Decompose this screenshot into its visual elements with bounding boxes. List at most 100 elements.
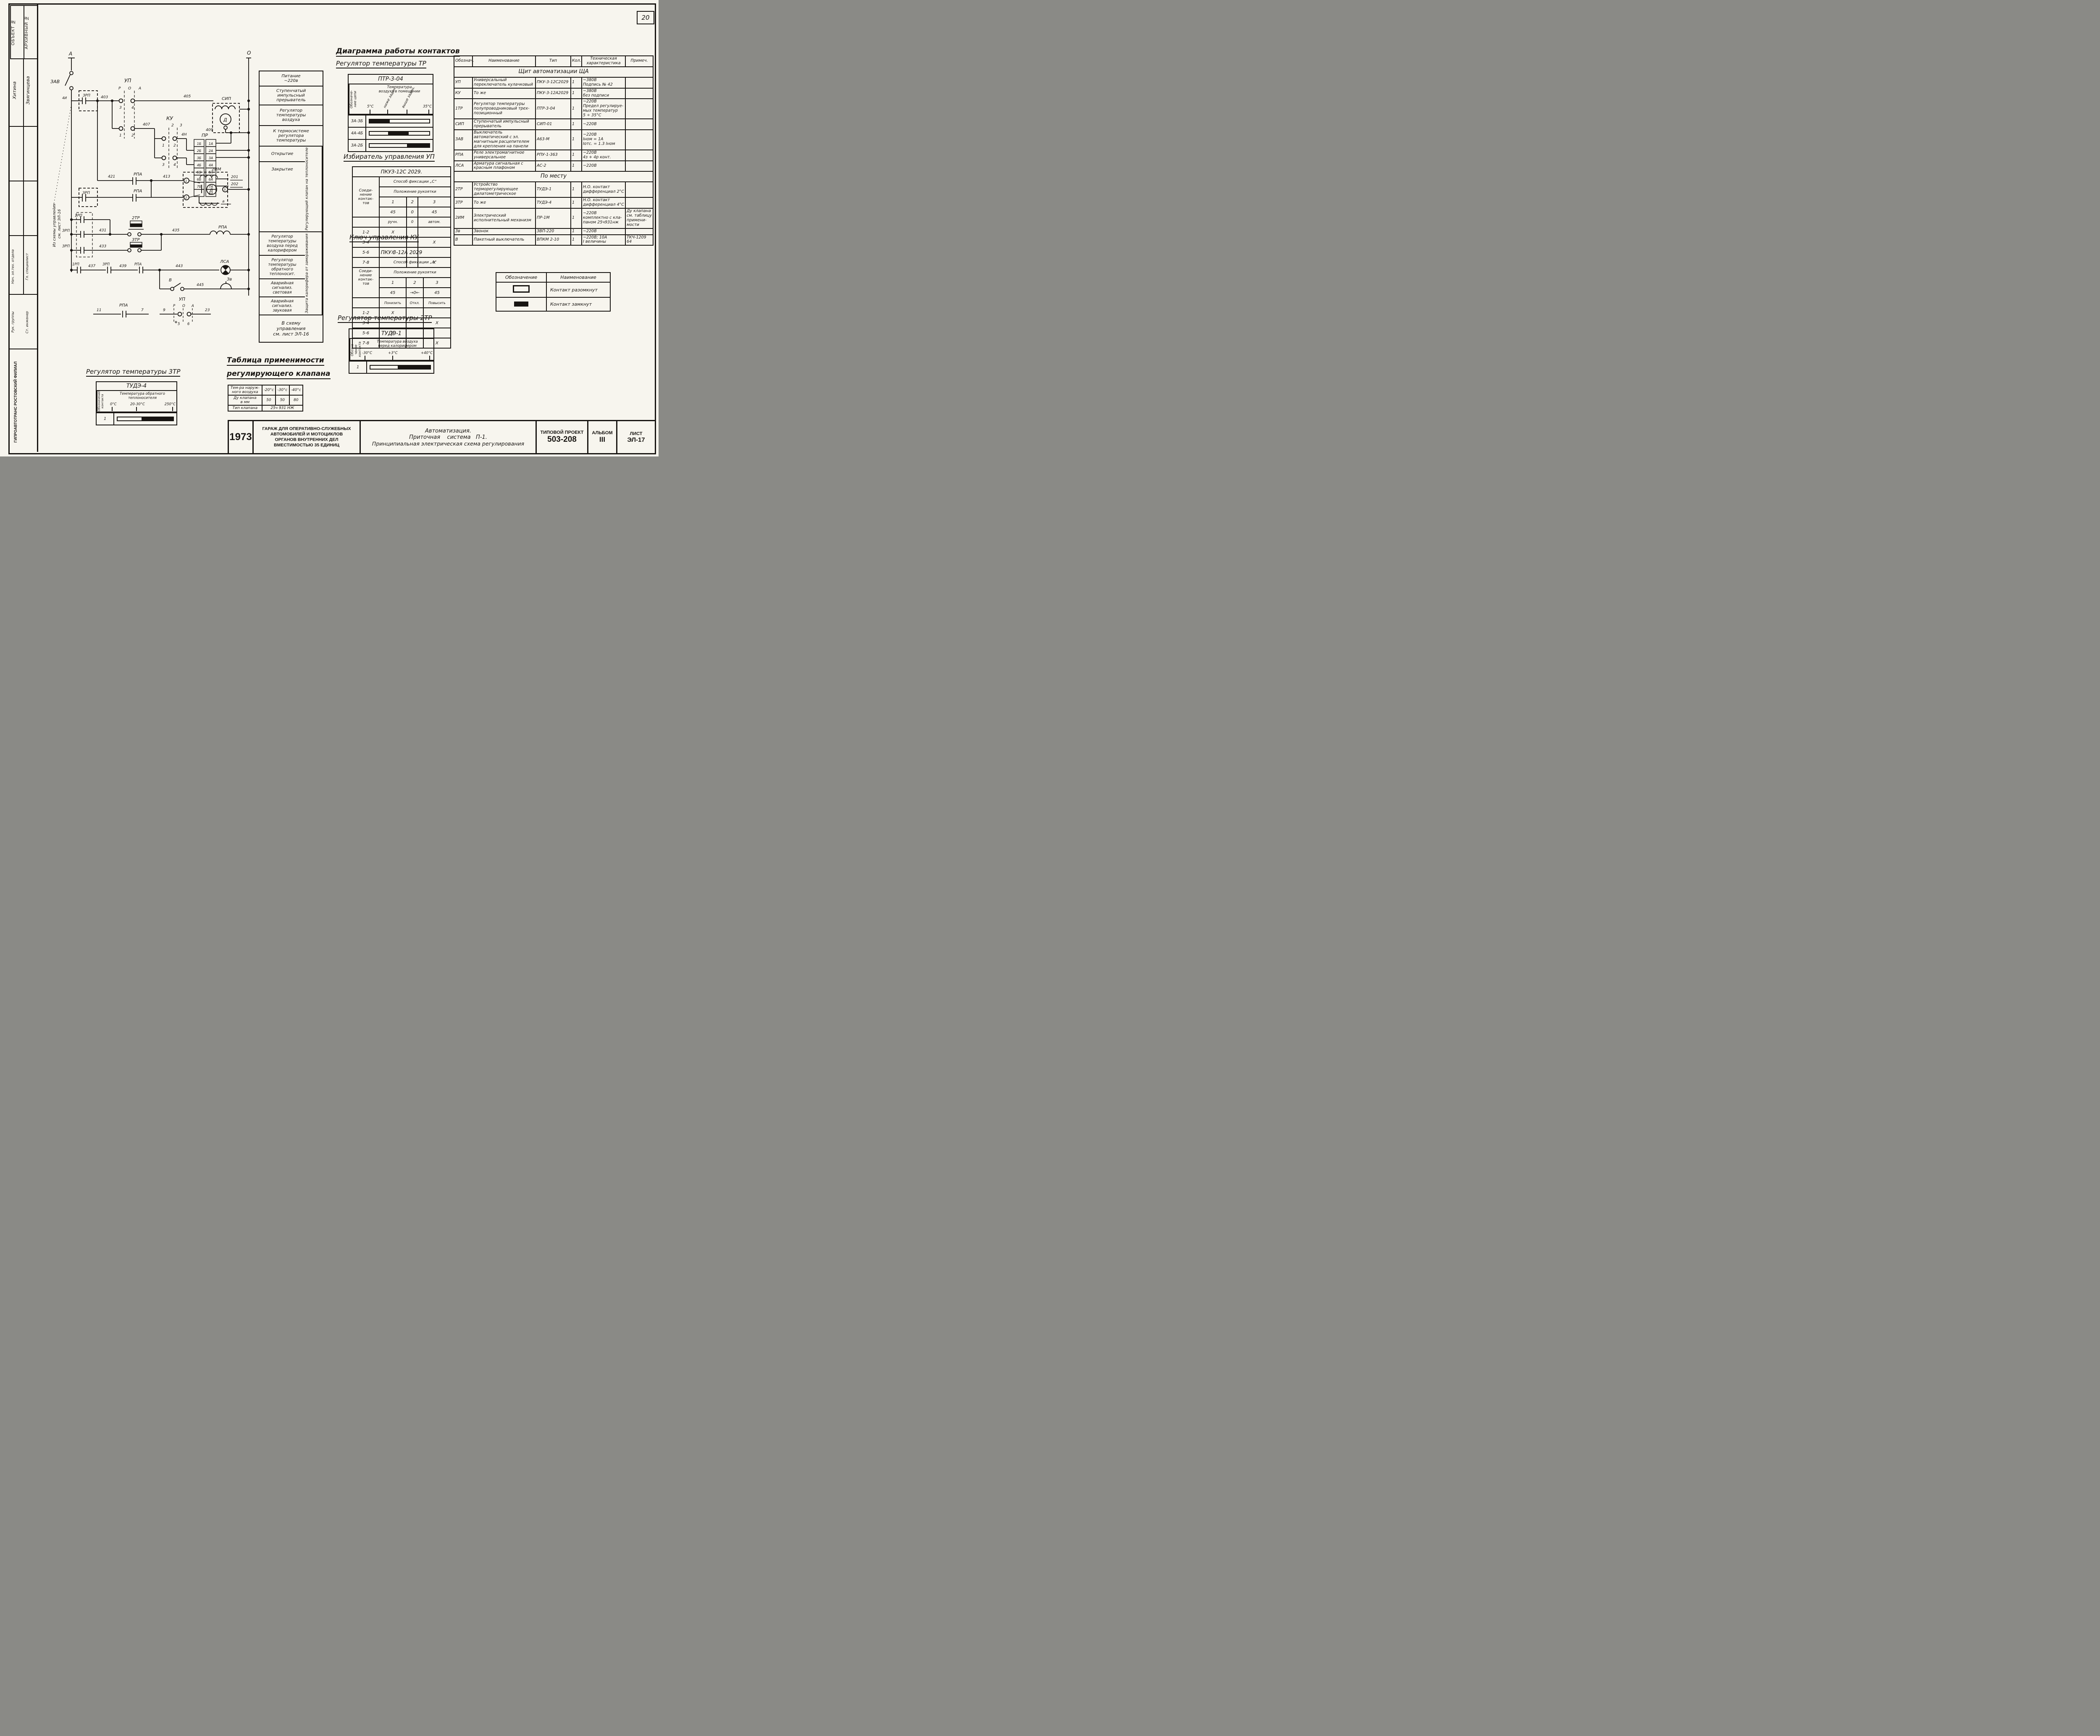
table-cell <box>625 149 654 161</box>
tude1-header: ТУДЭ-1 <box>349 329 433 339</box>
tude1-scale-max: +40°С <box>420 351 433 355</box>
table-cell: 1 <box>570 207 582 229</box>
stamp-object-label: ОБЪЕКТ № <box>11 19 16 45</box>
table-cell <box>625 76 654 89</box>
table-cell: 1-2 <box>352 307 380 318</box>
ptr-scale-5: 5°С <box>367 105 374 109</box>
contact-circuit-label: 1 <box>97 413 114 425</box>
ptr-col-main: Температура воздуха в помещении <box>378 85 420 94</box>
table-cell: ЛСА <box>454 160 473 172</box>
ptr-table: ПТР-3-04 Обозначе- ние цепи Температура … <box>348 74 433 152</box>
sip-motor-letter: Д <box>223 117 227 123</box>
terminal-block-pr-label: ПР <box>202 133 208 138</box>
function-box-reg-return: Регулятор температуры обратного теплонос… <box>260 256 305 279</box>
comp-header-code: Обознач. <box>454 55 474 67</box>
contact-state-segment-filled <box>369 119 389 123</box>
wire-445-label: 445 <box>197 283 204 287</box>
table-cell <box>625 228 654 235</box>
stamp-role: Нач. эл.тех. отдела <box>11 249 15 284</box>
function-strip-protection: Защита калорифера от замораживания <box>305 232 323 315</box>
table-cell: ~380В без подписи <box>581 87 626 100</box>
up-col-o: О <box>128 87 131 91</box>
up-col-r: Р <box>118 87 121 91</box>
relay-rpa-coil-label: РПА <box>218 225 227 230</box>
selector-up-angle3: 45 <box>417 207 451 218</box>
title-block-subject1: Автоматизация. <box>425 427 471 434</box>
contact-zrp-label: ЗРП <box>83 94 90 98</box>
table-cell: А63-М <box>535 129 571 150</box>
legend-header-name: Наименование <box>546 272 611 283</box>
function-protection-group: Регулятор температуры воздуха перед кало… <box>260 232 323 315</box>
contact-state-segment-open <box>370 365 399 370</box>
wire-201-label: 201 <box>231 175 238 179</box>
selector-up-mode2: 0 <box>406 217 419 228</box>
stamp-signature: Хитина <box>12 81 17 100</box>
ptr-head-row: Обозначе- ние цепи Температура воздуха в… <box>349 84 433 115</box>
pr-term: 4Б <box>197 163 202 167</box>
table-cell: Регулятор температуры полупроводниковый … <box>472 98 536 120</box>
pr-term: 1Б <box>197 142 202 146</box>
key-ku-angle1: 45 <box>378 287 407 298</box>
selector-up-angle2: 0 <box>406 207 419 218</box>
reg-2tr-title: Регулятор температуры 2ТР <box>338 314 432 323</box>
table-cell: 1 <box>570 160 582 172</box>
selector-up-mode3: автом. <box>417 217 451 228</box>
table-cell: ЗВП-220 <box>535 228 571 235</box>
selector-up-handle: Положение рукоятки <box>379 186 451 197</box>
up-pin2: 2 <box>131 134 134 138</box>
table-cell: ~220В 4з + 4р конт. <box>581 149 626 161</box>
svg-text:Из схемы управления см.: Из схемы управления см. лист ЭЛ-16 <box>52 202 62 247</box>
title-block-album-label: АЛЬБОМ <box>592 430 613 435</box>
table-cell: 3ТР <box>454 197 473 209</box>
table-cell <box>406 227 419 238</box>
table-cell <box>625 118 654 130</box>
table-cell: 25ч 931 НЖ <box>261 405 304 412</box>
contact-diagram-title: Диаграмма работы контактов <box>336 47 460 57</box>
table-cell: В <box>454 234 473 246</box>
stamp-archive-label: АРХИВНЫЙ № <box>24 15 29 49</box>
key-ku-mode3: Повысить <box>423 297 452 308</box>
table-cell: Ступенчатый импульсный прерыватель <box>472 118 536 130</box>
table-cell: 80 <box>289 395 304 406</box>
contact-state-segment-filled <box>142 416 174 421</box>
table-cell: ~220В Iном = 1А Iотс. = 1.3 Iном <box>581 129 626 150</box>
table-cell <box>378 237 407 248</box>
table-section-header: Щит автоматизации ЩА <box>454 66 654 78</box>
relay-rpa-contact-label: РПА <box>134 262 142 267</box>
ptr-scale-35: 35°С <box>423 105 432 109</box>
contact-state-row: 4А-4Б <box>349 127 433 139</box>
comp-header-type: Тип <box>535 55 571 67</box>
ptr-col-left: Обозначе- ние цепи <box>349 84 366 114</box>
actuator-2im-label: 2ИМ <box>212 167 221 172</box>
function-box-to-control: В схему управления см. лист ЭЛ-16 <box>273 320 309 337</box>
selector-up-left: Соеди- нение контак- тов <box>352 176 380 218</box>
table-cell: X <box>378 307 407 318</box>
bell-zv-label: Зв <box>227 277 232 282</box>
pr-term: 7Б <box>197 185 202 189</box>
table-cell <box>378 317 407 328</box>
contact-zrp-label: ЗРП <box>82 191 90 195</box>
wire-409-label: 409 <box>206 128 213 132</box>
relay-rpa-contact-label: РПА <box>134 172 142 177</box>
stamp-role: Гл. специалист <box>25 253 29 281</box>
table-cell: 1 <box>570 118 582 130</box>
selector-up-pos3: 3 <box>417 197 451 207</box>
pr-term: 3Б <box>197 156 202 160</box>
table-cell: КУ <box>454 87 473 100</box>
function-box-alarm-sound: Аварийная сигнализ. звуковая <box>270 299 294 313</box>
table-cell: ~220В <box>581 160 626 172</box>
stamp-signature: Звягинцева <box>25 76 31 105</box>
wire-202-label: 202 <box>231 182 238 186</box>
function-column: Питание ~220в Ступенчатый импульсный пре… <box>259 71 323 343</box>
table-cell: ПТР-3-04 <box>535 98 571 120</box>
wire-421-label: 421 <box>108 175 115 179</box>
relay-rpa-contact-label: РПА <box>119 303 128 308</box>
ptr-table-header: ПТР-3-04 <box>349 75 433 84</box>
contact-state-bar <box>366 115 433 127</box>
note-from-scheme-line1: Из схемы управления <box>52 203 57 247</box>
